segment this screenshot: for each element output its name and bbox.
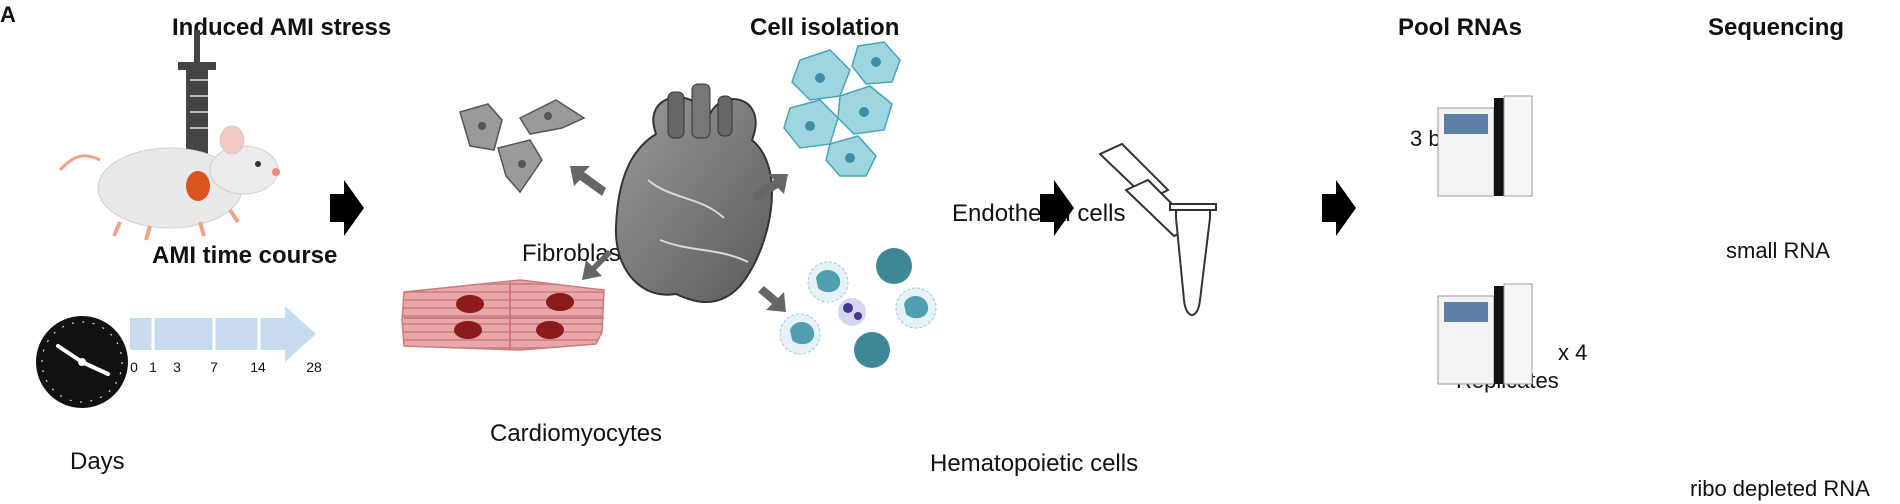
timeline-tick-label: 7 [210, 359, 218, 375]
header-sequencing: Sequencing [1708, 14, 1845, 41]
sequencer-icon-ribo-depleted-rna [1437, 283, 1533, 385]
timeline-tick-label: 1 [149, 359, 157, 375]
cardiomyocyte-cells [401, 279, 605, 351]
endothelial-nucleus [871, 57, 881, 67]
cardiomyocyte-nucleus [536, 321, 564, 339]
endothelial-nucleus [805, 121, 815, 131]
fibroblast-cells [459, 99, 586, 194]
hematopoietic-cells-label: Hematopoietic cells [930, 450, 1139, 477]
cardiomyocytes-label: Cardiomyocytes [490, 420, 663, 447]
days-label: Days [70, 448, 125, 475]
fibroblast-nucleus [544, 112, 552, 120]
header-pool-rnas: Pool RNAs [1398, 14, 1523, 41]
header-ami-time-course: AMI time course [152, 242, 338, 269]
fibroblast-nucleus [518, 160, 526, 168]
header-cell-isolation: Cell isolation [750, 14, 900, 41]
clock-icon [36, 316, 128, 408]
ribo-depleted-rna-label: ribo depleted RNA [1690, 476, 1870, 501]
endothelial-nucleus [859, 107, 869, 117]
process-arrow-1 [330, 180, 364, 236]
cardiomyocyte-nucleus [456, 295, 484, 313]
hematopoietic-cells [779, 248, 937, 368]
cardiomyocyte-nucleus [454, 321, 482, 339]
mouse-icon [58, 125, 280, 241]
tube-icons [1098, 142, 1217, 316]
fibroblast-nucleus [478, 122, 486, 130]
timeline-tick-label: 28 [306, 359, 322, 375]
timeline-tick-label: 14 [250, 359, 266, 375]
panel-letter: A [0, 2, 16, 27]
timeline-arrow [130, 306, 316, 362]
arrow-to-fibroblasts [570, 166, 606, 196]
replicate-multiplier-label: x 4 [1558, 340, 1588, 365]
header-induced-ami-stress: Induced AMI stress [172, 14, 392, 41]
cardiomyocyte-nucleus [546, 293, 574, 311]
small-rna-label: small RNA [1726, 238, 1830, 263]
heart-icon [614, 83, 773, 304]
endothelial-cells [783, 41, 901, 177]
process-arrow-3 [1322, 180, 1356, 236]
arrow-to-cardiomyocytes [582, 250, 612, 280]
timeline-tick-label: 3 [173, 359, 181, 375]
endothelial-cells-label: Endothelial cells [952, 200, 1126, 227]
sequencer-icon-small-rna [1437, 95, 1533, 197]
endothelial-nucleus [815, 73, 825, 83]
arrow-to-endothelial [752, 174, 788, 202]
timeline-tick-label: 0 [130, 359, 138, 375]
process-arrow-2 [1040, 180, 1074, 236]
endothelial-nucleus [845, 153, 855, 163]
arrow-to-hematopoietic [758, 286, 786, 312]
